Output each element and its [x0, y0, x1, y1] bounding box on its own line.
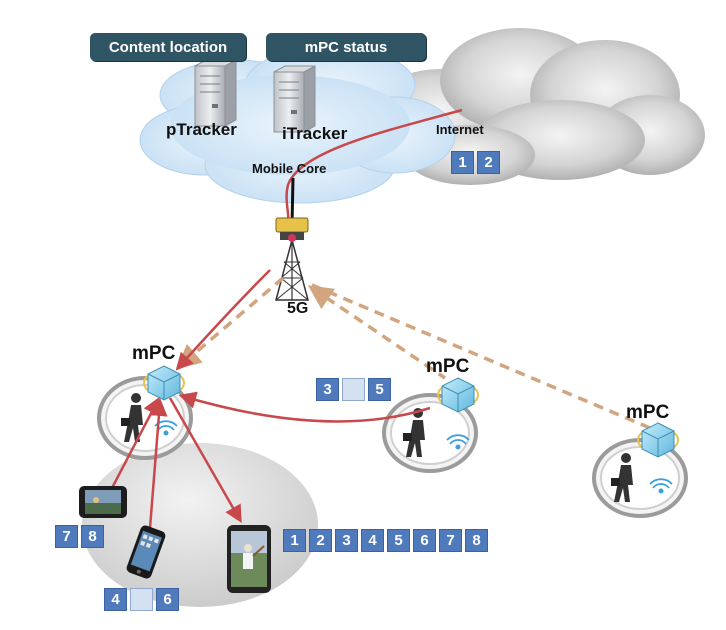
chunk-tile: 8	[81, 525, 104, 548]
chunk-tile: 1	[283, 529, 306, 552]
tablet-icon	[79, 486, 127, 518]
cell-tower-icon	[275, 217, 309, 301]
content-location-badge: Content location	[90, 33, 246, 61]
mpc-cube-icon	[637, 422, 679, 458]
chunk-tile: 5	[368, 378, 391, 401]
peer-circle-right	[592, 438, 688, 518]
mpc-cube-icon	[437, 377, 479, 413]
wifi-icon	[446, 434, 470, 450]
local-cluster	[82, 443, 318, 607]
chunk-tile: 8	[465, 529, 488, 552]
missing-chunk-tile	[130, 588, 153, 611]
wifi-icon	[649, 478, 673, 494]
dashed-links	[176, 276, 651, 430]
chunk-tile: 2	[477, 151, 500, 174]
chunk-tile: 5	[387, 529, 410, 552]
chunk-tile: 6	[413, 529, 436, 552]
chunks-video-device: 1 2 3 4 5 6 7 8	[283, 529, 488, 552]
mpc-cube-icon	[143, 365, 185, 401]
tower-label: 5G	[287, 300, 309, 317]
mpc-status-badge: mPC status	[266, 33, 426, 61]
chunk-tile: 3	[335, 529, 358, 552]
tower-feed-line	[290, 177, 295, 226]
solid-tower-link	[175, 269, 271, 371]
chunk-tile: 2	[309, 529, 332, 552]
chunk-tile: 6	[156, 588, 179, 611]
mpc-label-middle: mPC	[426, 356, 470, 377]
walking-user-icon	[611, 453, 633, 502]
chunk-tile: 7	[55, 525, 78, 548]
mpc-label-left: mPC	[132, 343, 176, 364]
chunks-tablet: 7 8	[55, 525, 104, 548]
missing-chunk-tile	[342, 378, 365, 401]
mobile-core-label: Mobile Core	[252, 161, 327, 176]
itracker-server-icon	[273, 65, 316, 133]
ptracker-label: pTracker	[166, 120, 237, 139]
chunks-mpc-middle: 3 5	[316, 378, 391, 401]
mpc-label-right: mPC	[626, 402, 670, 423]
chunk-tile: 3	[316, 378, 339, 401]
backbone-link	[285, 108, 463, 226]
chunk-tile: 4	[104, 588, 127, 611]
ptracker-server-icon	[194, 59, 237, 127]
chunk-tile: 7	[439, 529, 462, 552]
walking-user-icon	[121, 393, 143, 442]
video-device-icon	[227, 525, 271, 593]
chunk-tile: 1	[451, 151, 474, 174]
internet-label: Internet	[436, 122, 484, 137]
solid-peer-links	[110, 391, 431, 529]
smartphone-icon	[126, 525, 166, 579]
chunk-tile: 4	[361, 529, 384, 552]
chunks-internet: 1 2	[451, 151, 500, 174]
itracker-label: iTracker	[282, 124, 348, 143]
chunks-phone: 4 6	[104, 588, 179, 611]
